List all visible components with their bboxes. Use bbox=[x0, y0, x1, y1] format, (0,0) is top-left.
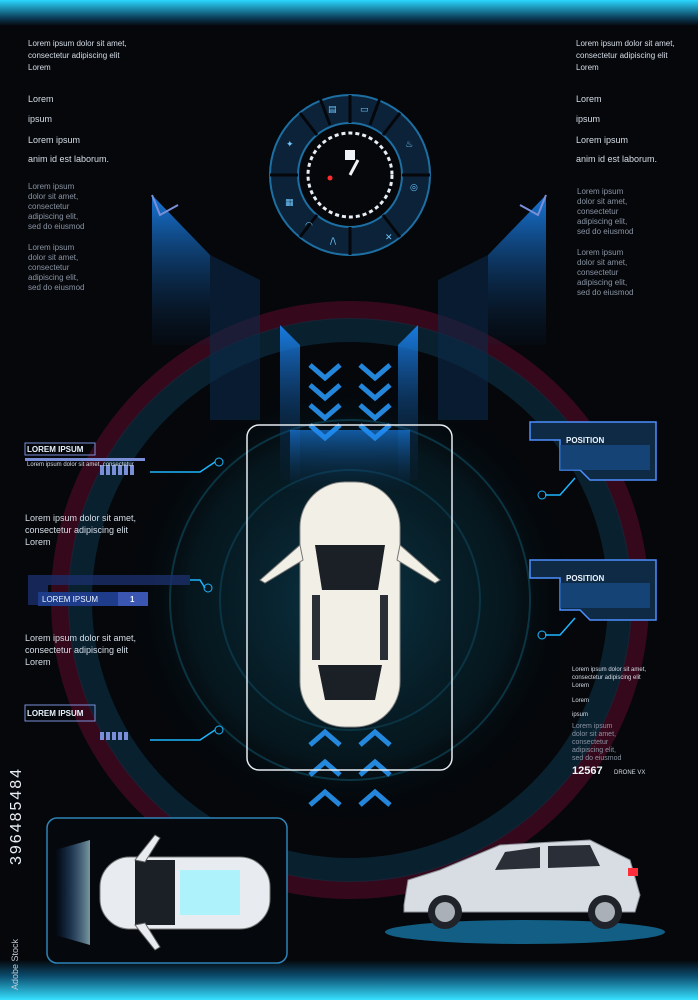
side-beams bbox=[151, 194, 547, 480]
right-paragraph-2: Lorem ipsum dolor sit amet, consectetur … bbox=[577, 248, 634, 297]
right-small-item-2: ipsum bbox=[572, 712, 589, 718]
right-item-2: ipsum bbox=[576, 114, 601, 124]
battery-icon: ▭ bbox=[360, 105, 369, 115]
car-frame[interactable] bbox=[246, 424, 453, 771]
oil-can-icon: ♨ bbox=[405, 140, 413, 150]
hud-tag-lorem-ipsum-1-sub: Lorem ipsum dolor sit amet, consectetur bbox=[27, 462, 134, 468]
hud-tag-lorem-ipsum-1: LOREM IPSUM bbox=[27, 445, 84, 454]
left-header-text: Lorem ipsum dolor sit amet, consectetur … bbox=[28, 39, 127, 72]
right-item-4: anim id est laborum. bbox=[576, 154, 658, 164]
tools-icon: ✕ bbox=[385, 233, 393, 243]
right-small-paragraph: Lorem ipsum dolor sit amet, consectetur … bbox=[572, 723, 622, 762]
fuel-pump-icon bbox=[345, 150, 355, 160]
gauge-cluster[interactable]: ✦ ▤ ▭ ♨ ◎ ✕ /\ ▦ ◠ bbox=[269, 94, 431, 256]
left-paragraph-2: Lorem ipsum dolor sit amet, consectetur … bbox=[28, 243, 85, 292]
top-glow bbox=[0, 0, 698, 26]
hud-tag-lorem-ipsum-2-value: 1 bbox=[130, 595, 135, 604]
bottom-car-panel[interactable] bbox=[46, 817, 288, 964]
left-mid-text-1: Lorem ipsum dolor sit amet, consectetur … bbox=[25, 513, 137, 547]
airbag-icon: ✦ bbox=[286, 140, 294, 150]
stock-id: 396485484 bbox=[8, 766, 25, 865]
fuel-gauge-icon: ▦ bbox=[285, 198, 294, 208]
fuel-needle bbox=[348, 159, 360, 176]
car-top-view[interactable] bbox=[259, 481, 441, 728]
hud-widget-left-3[interactable] bbox=[24, 704, 224, 741]
hud-widget-left-2[interactable] bbox=[28, 575, 213, 606]
right-item-3: Lorem ipsum bbox=[576, 135, 629, 145]
right-paragraph-1: Lorem ipsum dolor sit amet, consectetur … bbox=[577, 187, 634, 236]
road-icon: /\ bbox=[330, 237, 337, 247]
wiper-icon: ◠ bbox=[305, 221, 313, 231]
hud-widget-right-2[interactable] bbox=[529, 559, 657, 640]
hud-widget-left-1[interactable] bbox=[24, 442, 224, 475]
left-item-1: Lorem bbox=[28, 94, 54, 104]
counter-value: 12567 bbox=[572, 765, 603, 777]
left-item-4: anim id est laborum. bbox=[28, 154, 110, 164]
left-item-2: ipsum bbox=[28, 114, 53, 124]
hud-widget-right-1[interactable] bbox=[529, 421, 657, 500]
right-small-header: Lorem ipsum dolor sit amet, consectetur … bbox=[572, 667, 647, 689]
hud-tag-position-1: POSITION bbox=[566, 436, 605, 445]
left-mid-text-2: Lorem ipsum dolor sit amet, consectetur … bbox=[25, 633, 137, 667]
seat-icon: ▤ bbox=[328, 105, 337, 115]
right-item-1: Lorem bbox=[576, 94, 602, 104]
bottom-glow bbox=[0, 960, 698, 1000]
car-side-view[interactable] bbox=[385, 839, 665, 944]
abs-icon: ◎ bbox=[410, 183, 418, 193]
right-small-item-1: Lorem bbox=[572, 698, 590, 704]
stock-credit: Adobe Stock bbox=[10, 938, 20, 990]
right-header-text: Lorem ipsum dolor sit amet, consectetur … bbox=[576, 39, 675, 72]
hud-tag-position-2: POSITION bbox=[566, 574, 605, 583]
hud-tag-lorem-ipsum-2: LOREM IPSUM bbox=[42, 595, 99, 604]
left-paragraph-1: Lorem ipsum dolor sit amet, consectetur … bbox=[28, 182, 85, 231]
hud-tag-lorem-ipsum-3: LOREM IPSUM bbox=[27, 709, 84, 718]
left-item-3: Lorem ipsum bbox=[28, 135, 81, 145]
counter-label: DRONE VX bbox=[614, 770, 646, 776]
